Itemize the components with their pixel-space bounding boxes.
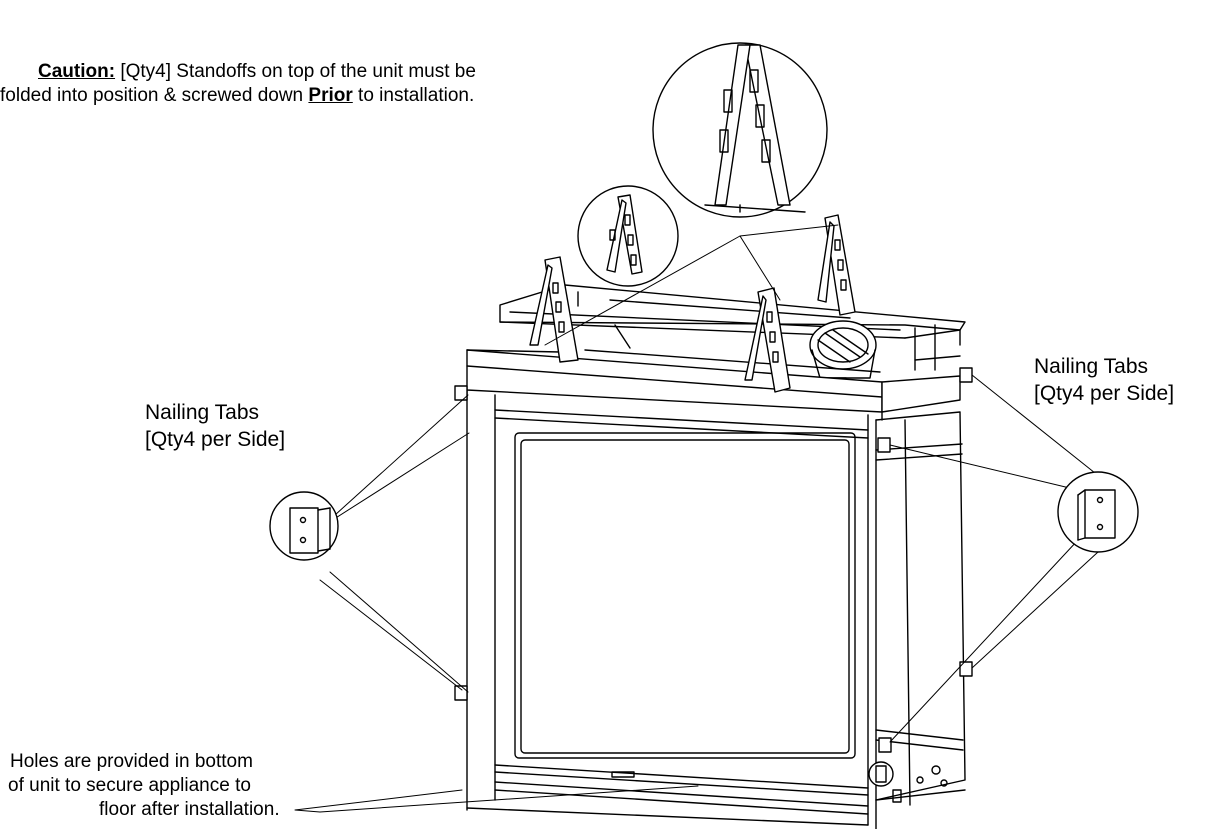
nailing-tab-detail-right (1057, 471, 1139, 553)
caution-line1: [Qty4] Standoffs on top of the unit must… (115, 61, 476, 82)
standoffs (529, 214, 856, 393)
bottom-note-line3: floor after installation. (99, 799, 280, 820)
flue-collar (809, 320, 877, 385)
standoff-1 (529, 256, 579, 363)
caution-line2-post: to installation. (352, 85, 475, 106)
standoff-detail-large (652, 42, 828, 218)
bottom-note-line1: Holes are provided in bottom (10, 751, 253, 772)
right-tabs-label-1: Nailing Tabs (1034, 355, 1149, 378)
caution-line2-pre: folded into position & screwed down (0, 85, 309, 106)
unit-front-frame (466, 389, 877, 829)
bottom-note-line2: of unit to secure appliance to (8, 775, 251, 796)
leader-lines (294, 224, 1101, 813)
caution-title: Caution: (38, 61, 116, 82)
caution-note-line2: folded into position & screwed down Prio… (0, 85, 474, 107)
caution-note: Caution: [Qty4] Standoffs on top of the … (38, 61, 476, 83)
unit-top-box (499, 284, 966, 373)
left-tabs-label-1: Nailing Tabs (145, 401, 260, 424)
unit-header-bar (466, 349, 961, 421)
caution-prior: Prior (308, 85, 353, 106)
right-tabs-label-2: [Qty4 per Side] (1034, 382, 1175, 405)
standoff-2 (744, 287, 791, 393)
nailing-tabs (454, 367, 973, 753)
standoff-detail-small (577, 185, 679, 287)
left-tabs-label-2: [Qty4 per Side] (145, 428, 286, 451)
bottom-tab-detail (868, 761, 894, 787)
nailing-tab-detail-left (269, 491, 339, 561)
standoff-3 (817, 214, 856, 316)
